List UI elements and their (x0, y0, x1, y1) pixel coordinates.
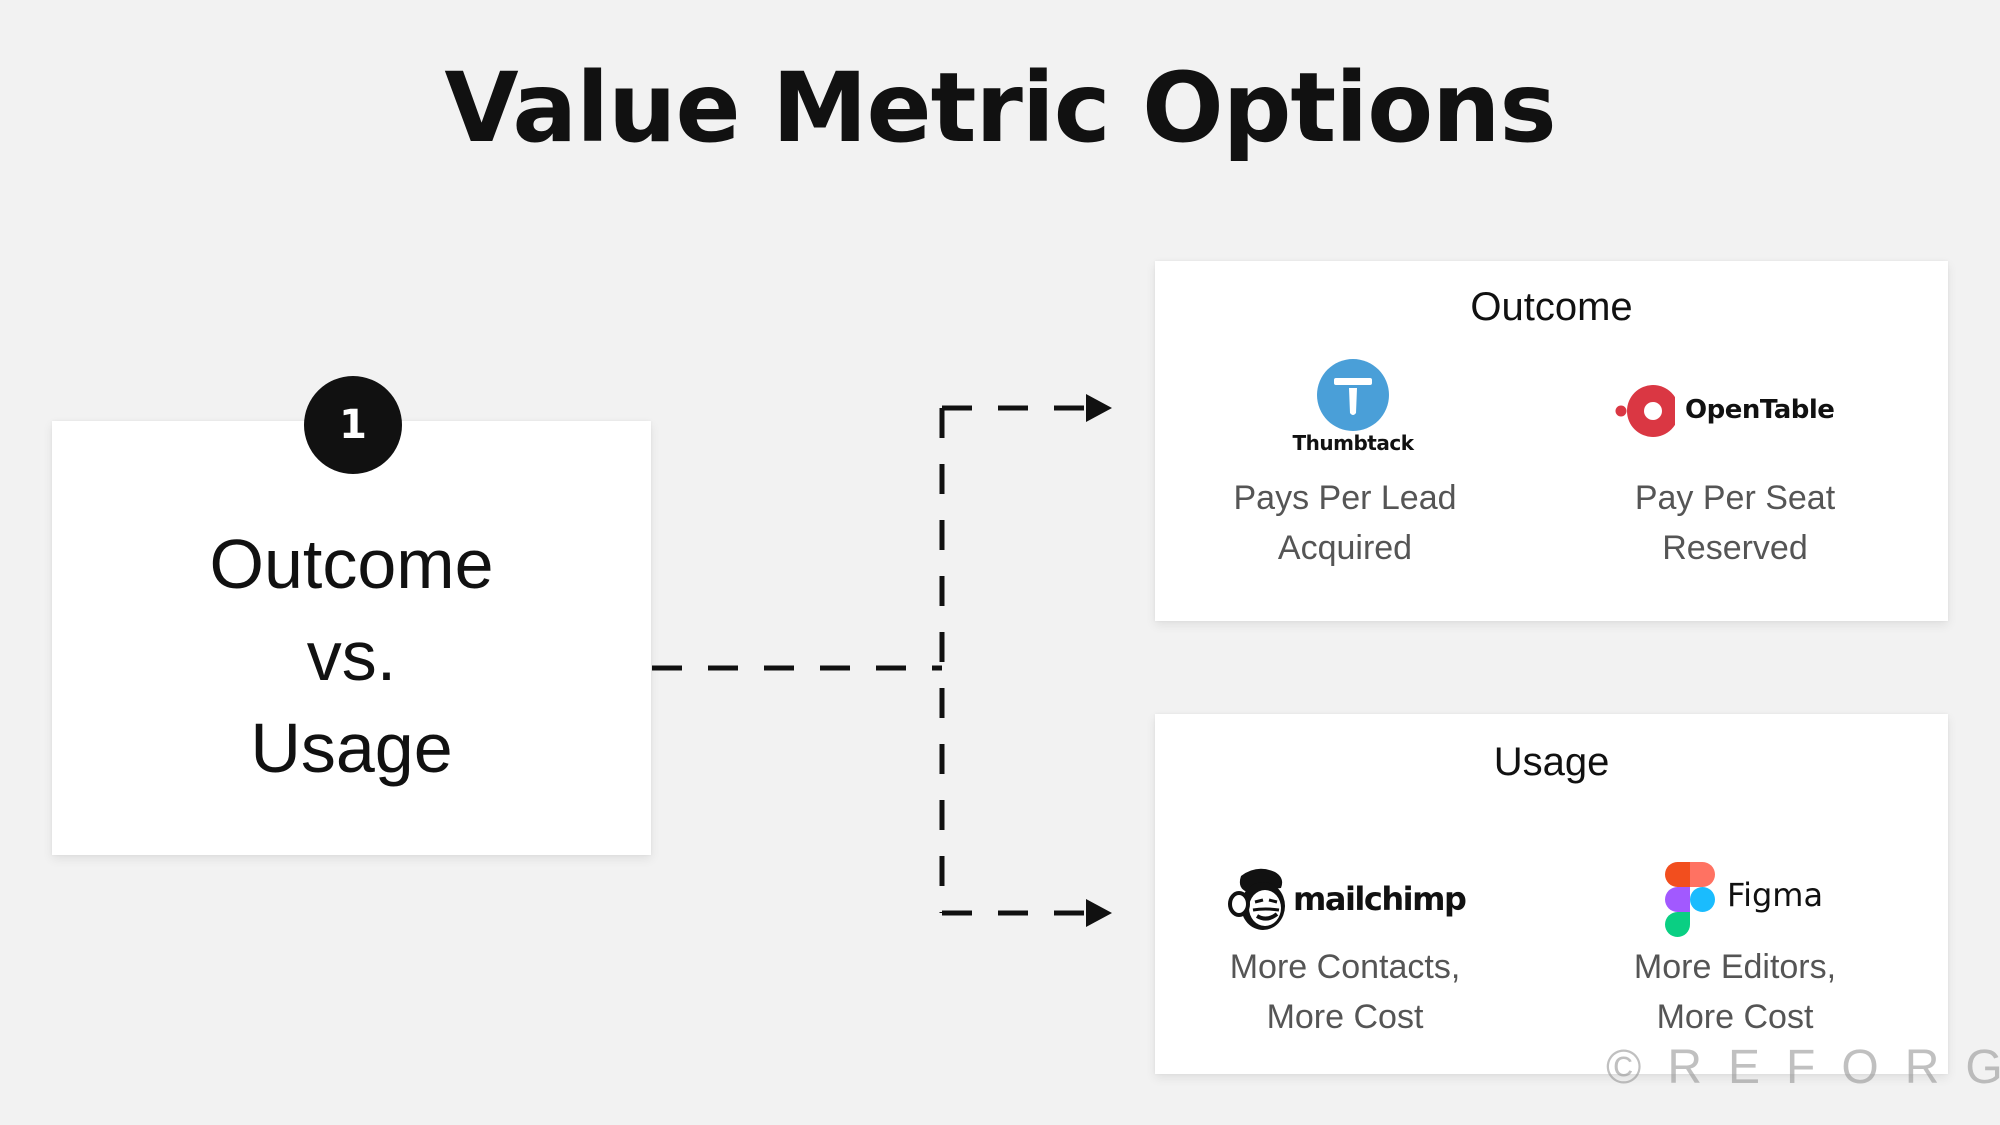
figma-description: More Editors, More Cost (1545, 942, 1925, 1042)
description-line: Pay Per Seat (1634, 479, 1836, 517)
description-line: Acquired (1277, 529, 1413, 567)
reforge-watermark: ©REFORGE (1606, 1041, 2000, 1094)
opentable-item: OpenTable Pay Per Seat Reserved (1545, 261, 1925, 621)
figma-logo-icon: Figma (1665, 862, 1865, 938)
outcome-card-title: Outcome (1470, 285, 1633, 329)
outcome-vs-usage-box (52, 421, 651, 855)
thumbtack-logo-icon: Thumbtack (1293, 359, 1414, 459)
usage-card: Usage mailchimp More Contacts, More Cost (1155, 714, 1948, 1074)
description-line: More Editors, (1633, 948, 1837, 986)
arrowhead-usage-icon (1086, 899, 1112, 927)
usage-card-title: Usage (1493, 740, 1610, 784)
description-line: More Cost (1266, 998, 1424, 1036)
arrowhead-outcome-icon (1086, 394, 1112, 422)
thumbtack-description: Pays Per Lead Acquired (1155, 473, 1535, 573)
label-line-outcome: Outcome (209, 525, 494, 603)
description-line: Pays Per Lead (1233, 479, 1457, 517)
mailchimp-description: More Contacts, More Cost (1155, 942, 1535, 1042)
thumbtack-wordmark: Thumbtack (1292, 431, 1415, 455)
label-line-vs: vs. (306, 617, 397, 695)
step-number-badge: 1 (304, 376, 402, 474)
opentable-description: Pay Per Seat Reserved (1545, 473, 1925, 573)
thumbtack-item: Thumbtack Pays Per Lead Acquired (1155, 261, 1535, 621)
mailchimp-item: mailchimp More Contacts, More Cost (1155, 714, 1535, 1074)
figma-item: Figma More Editors, More Cost (1545, 714, 1925, 1074)
description-line: More Cost (1656, 998, 1814, 1036)
page-title: Value Metric Options (444, 52, 1556, 164)
outcome-card: Outcome Thumbtack Pays Per Lead Acquired… (1155, 261, 1948, 621)
description-line: Reserved (1662, 529, 1808, 567)
mailchimp-logo-icon: mailchimp (1227, 866, 1477, 932)
description-line: More Contacts, (1229, 948, 1461, 986)
label-line-usage: Usage (250, 709, 453, 787)
outcome-vs-usage-label: Outcome vs. Usage (52, 518, 651, 794)
mailchimp-wordmark: mailchimp (1293, 880, 1467, 918)
opentable-wordmark: OpenTable (1685, 395, 1835, 425)
figma-wordmark: Figma (1727, 876, 1824, 914)
opentable-logo-icon: OpenTable (1615, 383, 1855, 439)
